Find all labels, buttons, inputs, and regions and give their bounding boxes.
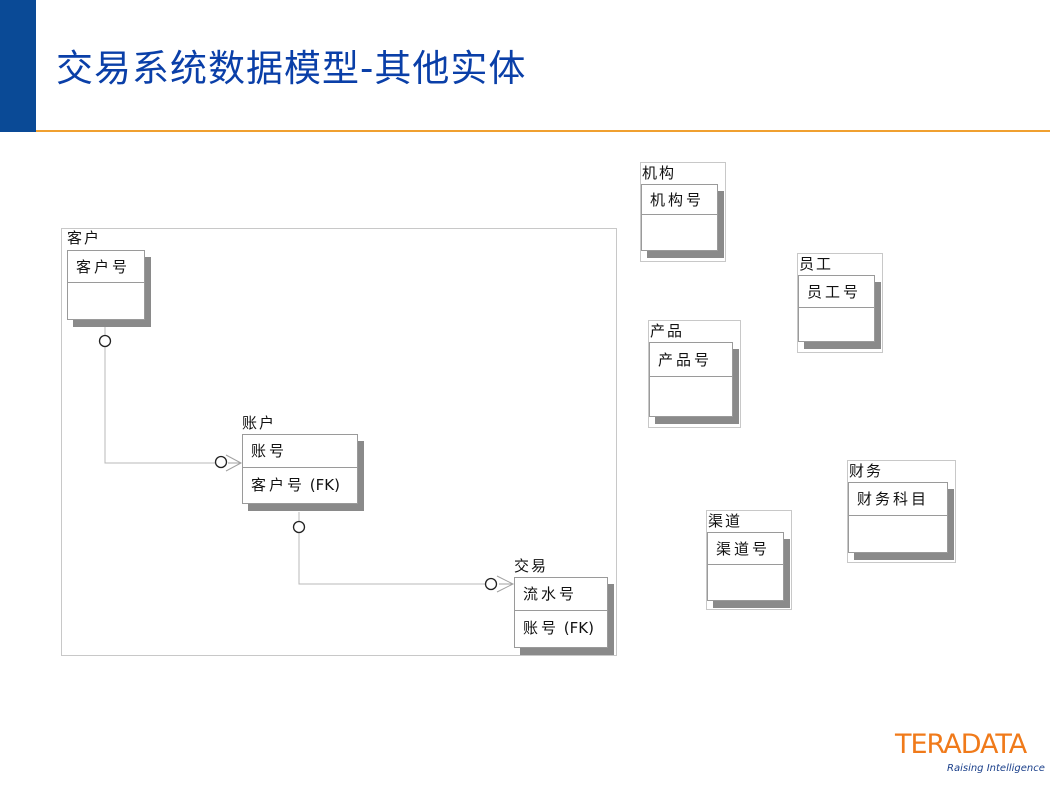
primary-key-field: 财务科目: [849, 483, 947, 516]
teradata-logo: TERADATA Raising Intelligence: [895, 729, 1045, 775]
account-optional-circle: [214, 455, 228, 469]
entity-box: 流水号 账号 (FK): [514, 577, 608, 648]
transaction-optional-circle: [484, 577, 498, 591]
fk-marker: (FK): [305, 476, 340, 494]
foreign-key-field: 客户号 (FK): [243, 469, 357, 501]
customer-optional-circle: [98, 334, 112, 348]
entity-box: 账号 客户号 (FK): [242, 434, 358, 504]
entity-box: 客户号: [67, 250, 145, 320]
entity-name: 产品: [650, 322, 685, 340]
entity-frame: [640, 162, 726, 262]
primary-key-field: 渠道号: [708, 533, 783, 565]
entity-box: 渠道号: [707, 532, 784, 601]
attribute-name: 客户号: [251, 476, 306, 494]
page-title: 交易系统数据模型-其他实体: [56, 47, 527, 90]
entity-name: 财务: [849, 462, 884, 480]
account-transaction-relationship: [298, 512, 492, 585]
entity-name: 交易: [514, 557, 549, 575]
logo-wordmark: TERADATA: [895, 729, 1027, 760]
entity-name: 机构: [642, 164, 677, 182]
title-divider: [36, 130, 1050, 132]
accent-bar: [0, 0, 36, 132]
entity-frame: [648, 320, 741, 428]
entity-box: 产品号: [649, 342, 733, 417]
primary-key-field: 产品号: [650, 343, 732, 377]
primary-key-field: 机构号: [642, 185, 717, 215]
logo-tagline: Raising Intelligence: [947, 763, 1045, 774]
entity-box: 员工号: [798, 275, 875, 342]
primary-key-field: 流水号: [515, 578, 607, 611]
entity-frame: [797, 253, 883, 353]
attribute-name: 账号: [523, 619, 560, 637]
account-optional-circle-bottom: [292, 520, 306, 534]
entity-name: 账户: [242, 414, 277, 432]
entity-name: 员工: [799, 255, 834, 273]
primary-key-field: 客户号: [68, 251, 144, 283]
customer-account-relationship: [104, 322, 222, 464]
customer-group-frame: [61, 228, 617, 656]
entity-frame: [706, 510, 792, 610]
foreign-key-field: 账号 (FK): [515, 612, 607, 644]
transaction-crowfoot: [496, 575, 515, 593]
entity-box: 财务科目: [848, 482, 948, 553]
entity-name: 渠道: [708, 512, 743, 530]
fk-marker: (FK): [559, 619, 594, 637]
account-crowfoot: [225, 454, 243, 472]
entity-name: 客户: [67, 229, 102, 247]
primary-key-field: 员工号: [799, 276, 874, 308]
entity-box: 机构号: [641, 184, 718, 251]
primary-key-field: 账号: [243, 435, 357, 468]
entity-frame: [847, 460, 956, 563]
